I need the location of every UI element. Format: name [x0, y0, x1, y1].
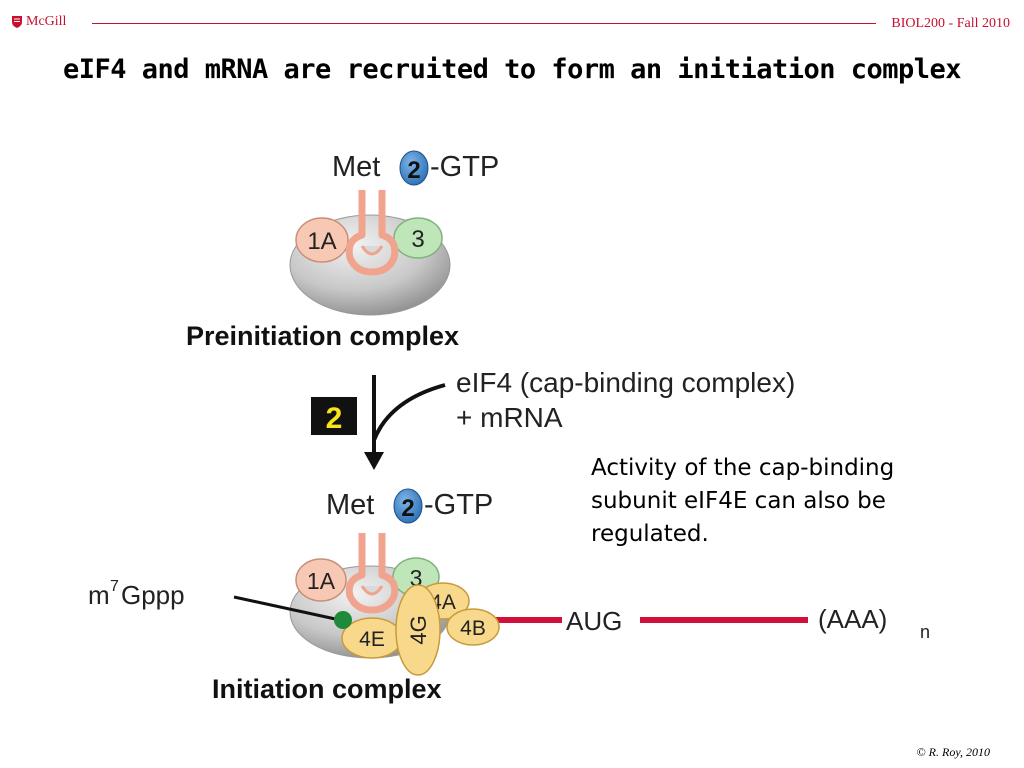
- eif3-factor: [393, 217, 443, 259]
- m7g-cap: [334, 611, 352, 629]
- step-line-2: + mRNA: [456, 402, 563, 433]
- header-rule: [92, 23, 876, 24]
- step-2: 2 eIF4 (cap-binding complex) + mRNA: [311, 367, 795, 470]
- initiation-complex: AUG (AAA) n 1A 3 4A 4B 4E 4G m 7 Gppp Me…: [88, 488, 930, 704]
- regulation-note: Activity of the cap-binding subunit eIF4…: [591, 455, 895, 547]
- course-label: BIOL200 - Fall 2010: [891, 16, 1010, 31]
- cap-label-gppp: Gppp: [121, 580, 185, 610]
- met-trna: [345, 190, 399, 276]
- gtp-label-2: -GTP: [424, 489, 493, 521]
- eif2-factor: [399, 150, 429, 186]
- eif4g-label: 4G: [406, 615, 431, 644]
- eif2-factor-2: [393, 488, 423, 524]
- copyright: © R. Roy, 2010: [916, 745, 990, 759]
- eif2-label-2: 2: [401, 495, 414, 522]
- eif3-label: 3: [411, 226, 424, 253]
- met-trna-loop: [360, 245, 384, 256]
- slide-header: McGill BIOL200 - Fall 2010: [12, 10, 1010, 36]
- eif4b-label: 4B: [460, 617, 486, 640]
- met-label: Met: [332, 151, 380, 183]
- eif4g-factor: [395, 584, 441, 676]
- initiation-label: Initiation complex: [212, 674, 442, 704]
- crest-icon: [12, 16, 22, 28]
- met-label-2: Met: [326, 489, 374, 521]
- step-number: 2: [326, 402, 343, 435]
- logo-text: McGill: [26, 14, 67, 29]
- met-trna-loop-2: [360, 585, 384, 596]
- preinitiation-complex: 1A 3 Met 2 -GTP Preinitiation complex: [186, 150, 499, 351]
- cap-label-m: m: [88, 580, 110, 610]
- polya-subscript: n: [920, 622, 930, 642]
- aug-label: AUG: [566, 606, 622, 636]
- mcgill-logo: McGill: [12, 14, 66, 30]
- eif1a-factor: [295, 217, 349, 263]
- step-arrow-head: [364, 452, 384, 470]
- met-trna-2: [345, 533, 399, 614]
- slide-title: eIF4 and mRNA are recruited to form an i…: [62, 54, 962, 85]
- gtp-label: -GTP: [430, 151, 499, 183]
- cap-pointer: [233, 595, 341, 622]
- eif1a-label-2: 1A: [307, 568, 336, 594]
- polya-label: (AAA): [818, 604, 887, 634]
- step-line-1: eIF4 (cap-binding complex): [456, 367, 795, 398]
- cap-label-sup: 7: [110, 578, 119, 595]
- step-number-box: [311, 397, 357, 435]
- preinitiation-label: Preinitiation complex: [186, 321, 459, 351]
- recruit-arrow: [372, 383, 446, 441]
- eif2-label: 2: [407, 157, 420, 184]
- eif4e-label: 4E: [359, 628, 385, 651]
- eif4b-factor: [446, 608, 500, 646]
- eif1a-factor-2: [295, 558, 347, 602]
- eif1a-label: 1A: [307, 228, 336, 255]
